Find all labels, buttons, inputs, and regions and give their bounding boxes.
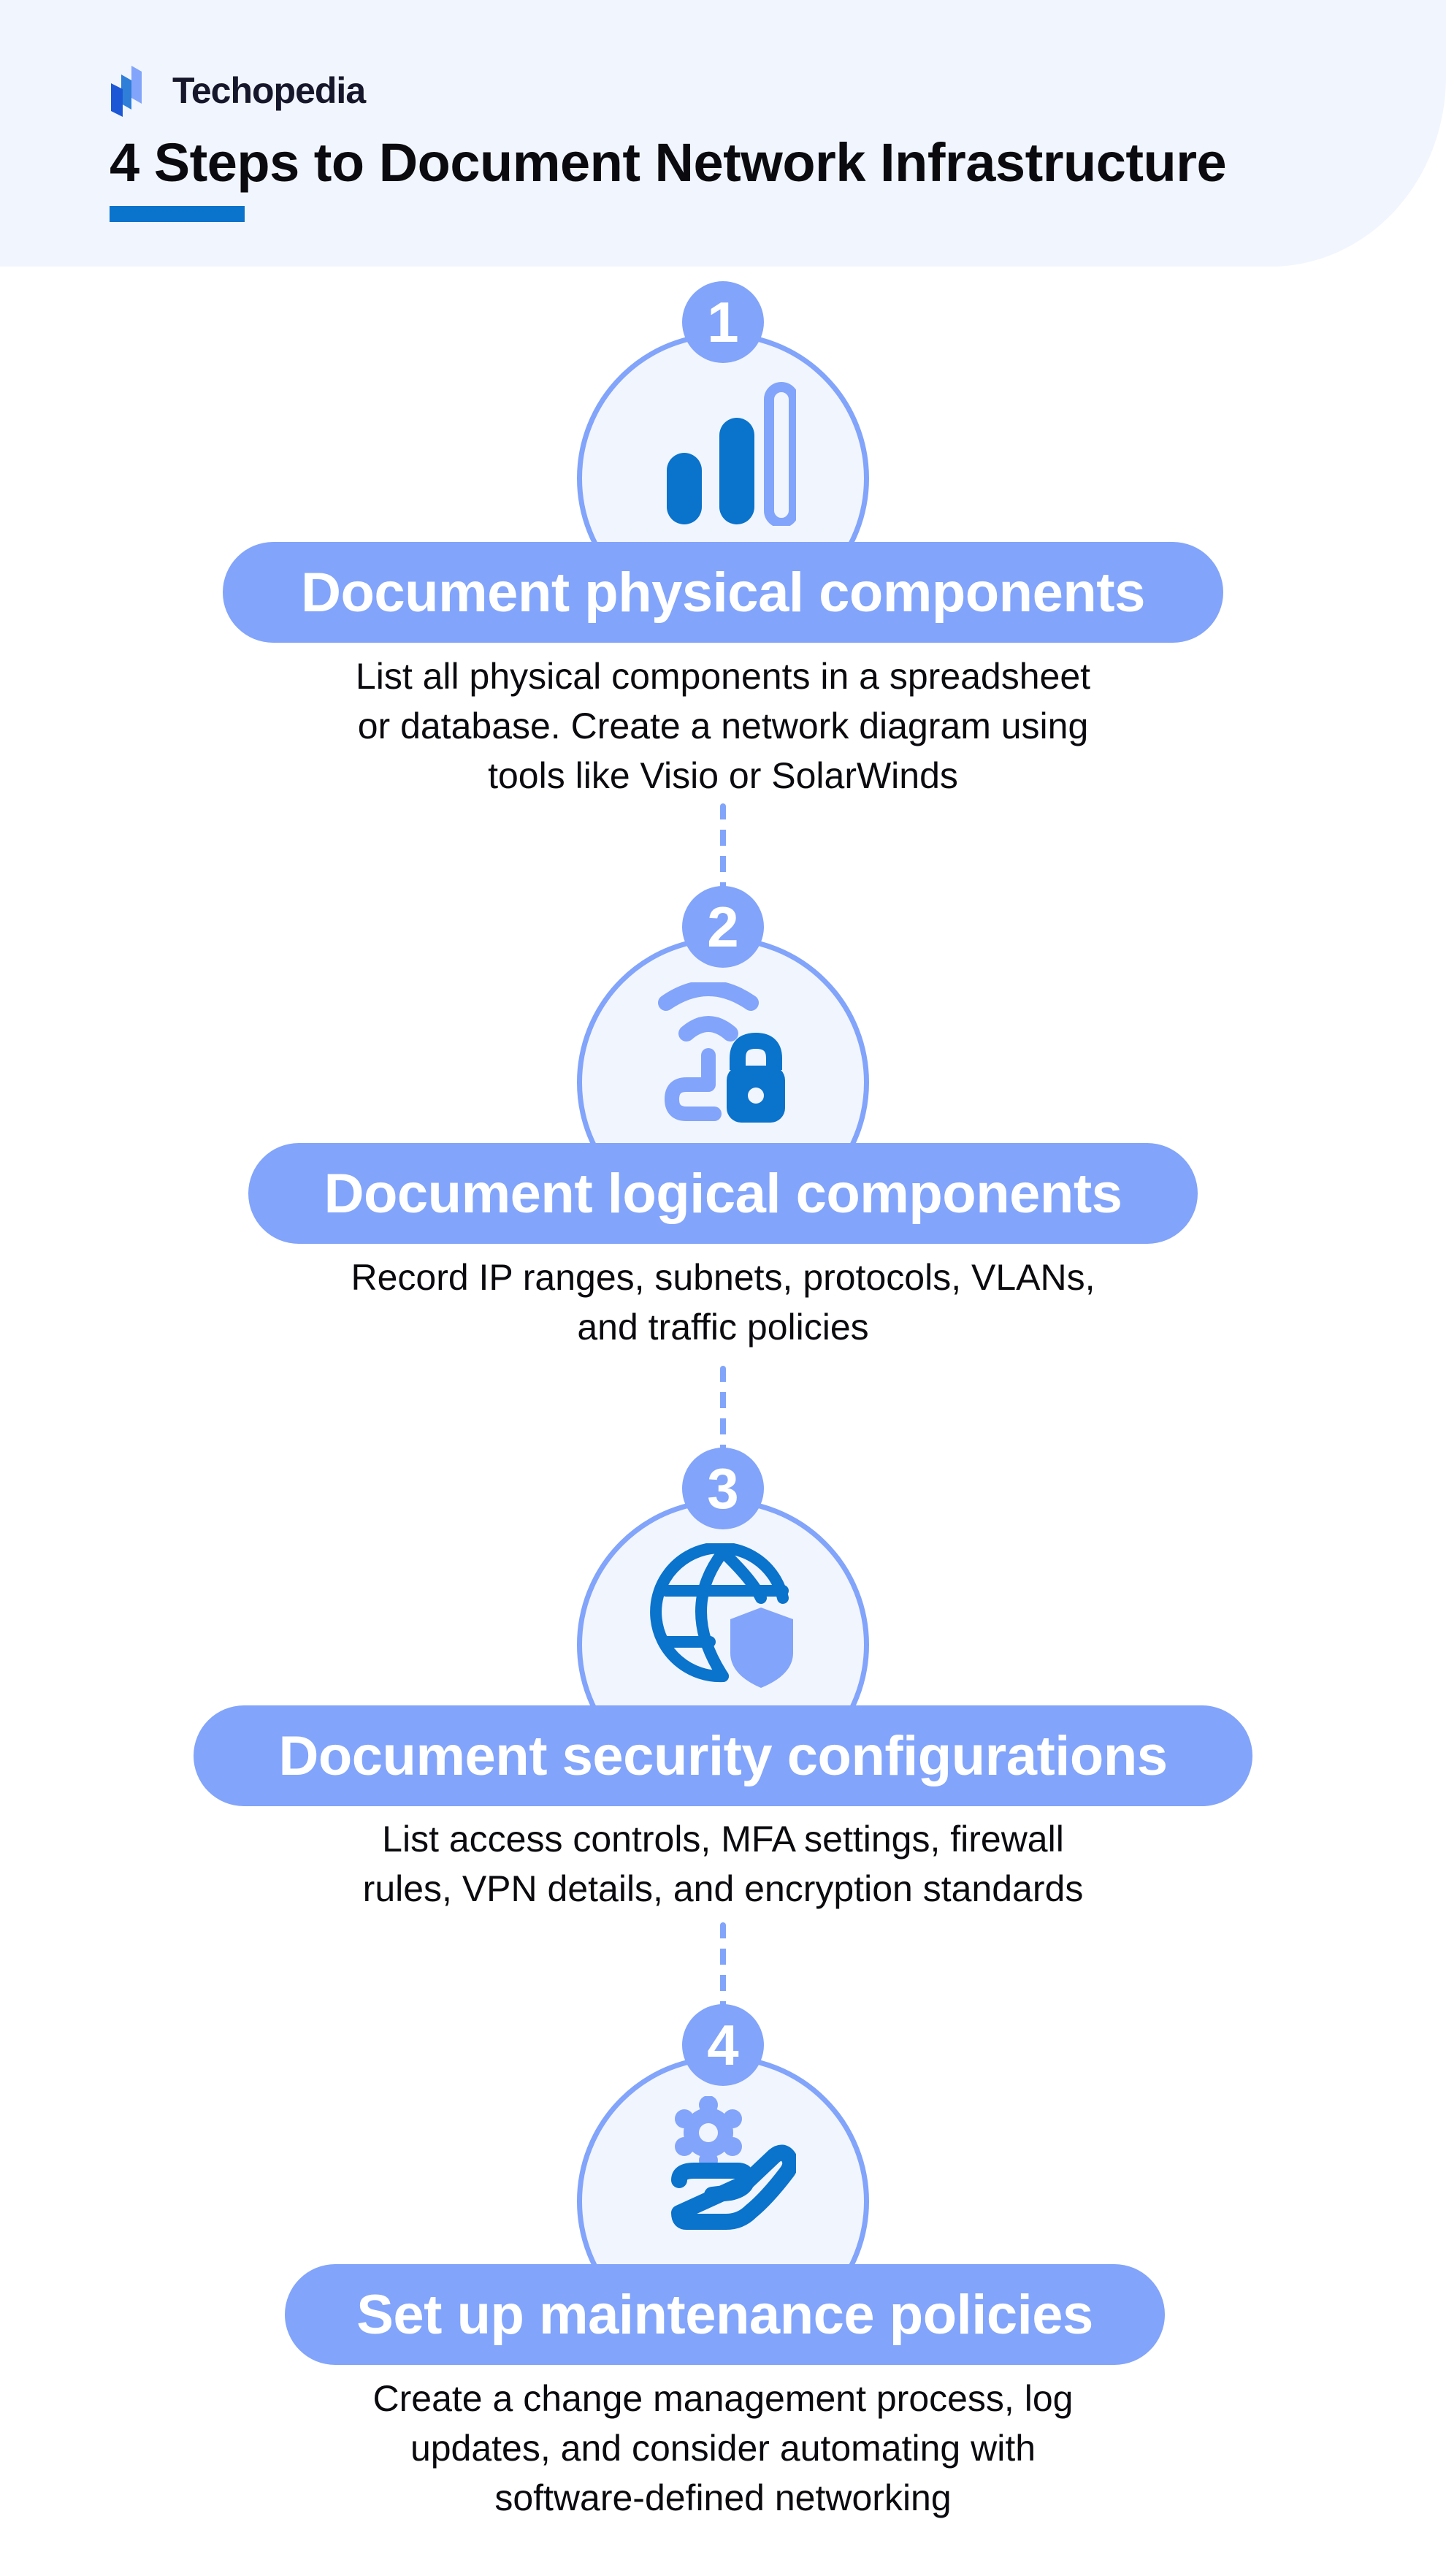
step-title: Document physical components — [223, 542, 1223, 643]
hand-gear-icon — [671, 2096, 796, 2230]
step-description: Create a change management process, log … — [372, 2378, 1074, 2518]
step-number-badge: 4 — [682, 2004, 764, 2086]
brand-name: Techopedia — [172, 70, 366, 111]
brand-logo: Techopedia — [110, 64, 366, 117]
step-title: Document logical components — [248, 1143, 1198, 1244]
header-panel: Techopedia 4 Steps to Document Network I… — [0, 0, 1446, 267]
step-number-badge: 3 — [682, 1448, 764, 1529]
step-description: List access controls, MFA settings, fire… — [362, 1819, 1084, 1909]
step-number-badge: 1 — [682, 281, 764, 363]
step-connector — [720, 1922, 726, 2009]
page-title: 4 Steps to Document Network Infrastructu… — [110, 132, 1227, 193]
step-title: Document security configurations — [194, 1705, 1252, 1806]
step-connector — [720, 803, 726, 890]
step-description: List all physical components in a spread… — [355, 656, 1091, 796]
wifi-lock-icon — [658, 982, 785, 1123]
techopedia-logo-icon — [111, 66, 142, 117]
step-description: Record IP ranges, subnets, protocols, VL… — [351, 1257, 1095, 1348]
signal-bars-icon — [667, 382, 796, 526]
title-underline — [110, 206, 245, 222]
step-number-badge: 2 — [682, 886, 764, 968]
globe-shield-icon — [650, 1543, 793, 1688]
step-connector — [720, 1366, 726, 1452]
step-title: Set up maintenance policies — [285, 2264, 1165, 2365]
